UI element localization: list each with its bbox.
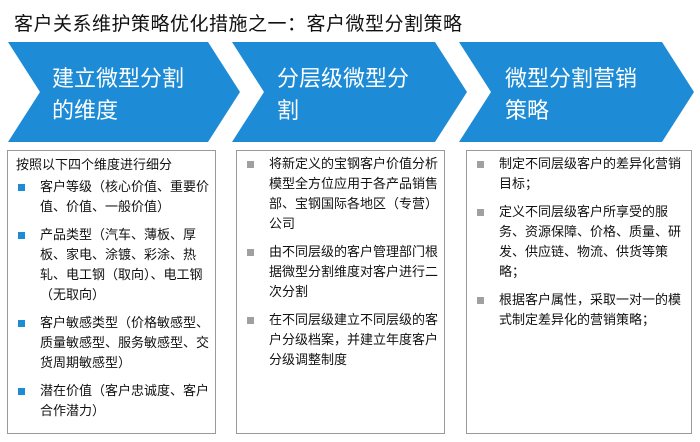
bullet-text: 在不同层级建立不同层级的客户分级档案，并建立年度客户分级调整制度: [269, 313, 439, 368]
list-item: 制定不同层级客户的差异化营销目标；: [475, 155, 685, 195]
bullet-text: 由不同层级的客户管理部门根据微型分割维度对客户进行二次分割: [269, 245, 439, 300]
chevron-step-1: [8, 42, 240, 142]
step-1-line-2: 的维度: [52, 99, 119, 124]
square-bullet-icon: [247, 317, 254, 324]
bullet-text: 潜在价值（客户忠诚度、客户合作潜力）: [40, 384, 210, 419]
square-bullet-icon: [18, 184, 25, 191]
bullet-text: 产品类型（汽车、薄板、厚板、家电、涂镀、彩涂、热轧、电工钢（取向）、电工钢（无取…: [40, 228, 203, 303]
square-bullet-icon: [18, 232, 25, 239]
square-bullet-icon: [247, 161, 254, 168]
panel-3-bullet-list: 制定不同层级客户的差异化营销目标； 定义不同层级客户所享受的服务、资源保障、价格…: [475, 155, 685, 339]
panel-1-intro: 按照以下四个维度进行细分: [16, 158, 173, 173]
bullet-text: 根据客户属性，采取一对一的模式制定差异化的营销策略；: [499, 293, 682, 328]
list-item: 客户等级（核心价值、重要价值、价值、一般价值）: [16, 178, 209, 218]
process-chevron-band: 建立微型分割 的维度 分层级微型分 割 微型分割营销 策略: [0, 42, 700, 142]
square-bullet-icon: [477, 297, 484, 304]
step-3-label: 微型分割营销 策略: [505, 64, 645, 128]
step-2-line-2: 割: [277, 99, 300, 124]
list-item: 根据客户属性，采取一对一的模式制定差异化的营销策略；: [475, 291, 685, 331]
panel-2-bullet-list: 将新定义的宝钢客户价值分析模型全方位应用于各产品销售部、宝钢国际各地区（专营）公…: [245, 155, 438, 379]
square-bullet-icon: [18, 320, 25, 327]
square-bullet-icon: [18, 388, 25, 395]
bullet-text: 客户等级（核心价值、重要价值、价值、一般价值）: [40, 180, 210, 215]
step-1-label: 建立微型分割 的维度: [52, 64, 212, 128]
step-2-line-1: 分层级微型分: [277, 67, 410, 92]
panel-dimensions: 按照以下四个维度进行细分 客户等级（核心价值、重要价值、价值、一般价值） 产品类…: [7, 150, 216, 434]
bullet-text: 制定不同层级客户的差异化营销目标；: [499, 157, 682, 192]
step-1-line-1: 建立微型分割: [52, 67, 185, 92]
panel-layered-segmentation: 将新定义的宝钢客户价值分析模型全方位应用于各产品销售部、宝钢国际各地区（专营）公…: [236, 150, 445, 434]
list-item: 潜在价值（客户忠诚度、客户合作潜力）: [16, 382, 209, 422]
panel-1-bullet-list: 客户等级（核心价值、重要价值、价值、一般价值） 产品类型（汽车、薄板、厚板、家电…: [16, 178, 209, 430]
list-item: 在不同层级建立不同层级的客户分级档案，并建立年度客户分级调整制度: [245, 311, 438, 371]
list-item: 产品类型（汽车、薄板、厚板、家电、涂镀、彩涂、热轧、电工钢（取向）、电工钢（无取…: [16, 226, 209, 306]
panel-marketing-strategy: 制定不同层级客户的差异化营销目标； 定义不同层级客户所享受的服务、资源保障、价格…: [466, 150, 692, 434]
step-3-line-2: 策略: [505, 99, 550, 124]
chevron-step-3: [459, 42, 694, 142]
page-title: 客户关系维护策略优化措施之一：客户微型分割策略: [14, 13, 463, 35]
list-item: 客户敏感类型（价格敏感型、质量敏感型、服务敏感型、交货周期敏感型）: [16, 314, 209, 374]
chevron-step-2: [232, 42, 467, 142]
bullet-text: 将新定义的宝钢客户价值分析模型全方位应用于各产品销售部、宝钢国际各地区（专营）公…: [269, 157, 439, 232]
chevron-arrows: [8, 42, 694, 142]
list-item: 定义不同层级客户所享受的服务、资源保障、价格、质量、研发、供应链、物流、供货等策…: [475, 203, 685, 283]
step-3-line-1: 微型分割营销: [505, 67, 638, 92]
step-2-label: 分层级微型分 割: [277, 64, 437, 128]
square-bullet-icon: [477, 209, 484, 216]
list-item: 由不同层级的客户管理部门根据微型分割维度对客户进行二次分割: [245, 243, 438, 303]
bullet-text: 客户敏感类型（价格敏感型、质量敏感型、服务敏感型、交货周期敏感型）: [40, 316, 210, 371]
square-bullet-icon: [247, 249, 254, 256]
square-bullet-icon: [477, 161, 484, 168]
bullet-text: 定义不同层级客户所享受的服务、资源保障、价格、质量、研发、供应链、物流、供货等策…: [499, 205, 682, 280]
list-item: 将新定义的宝钢客户价值分析模型全方位应用于各产品销售部、宝钢国际各地区（专营）公…: [245, 155, 438, 235]
